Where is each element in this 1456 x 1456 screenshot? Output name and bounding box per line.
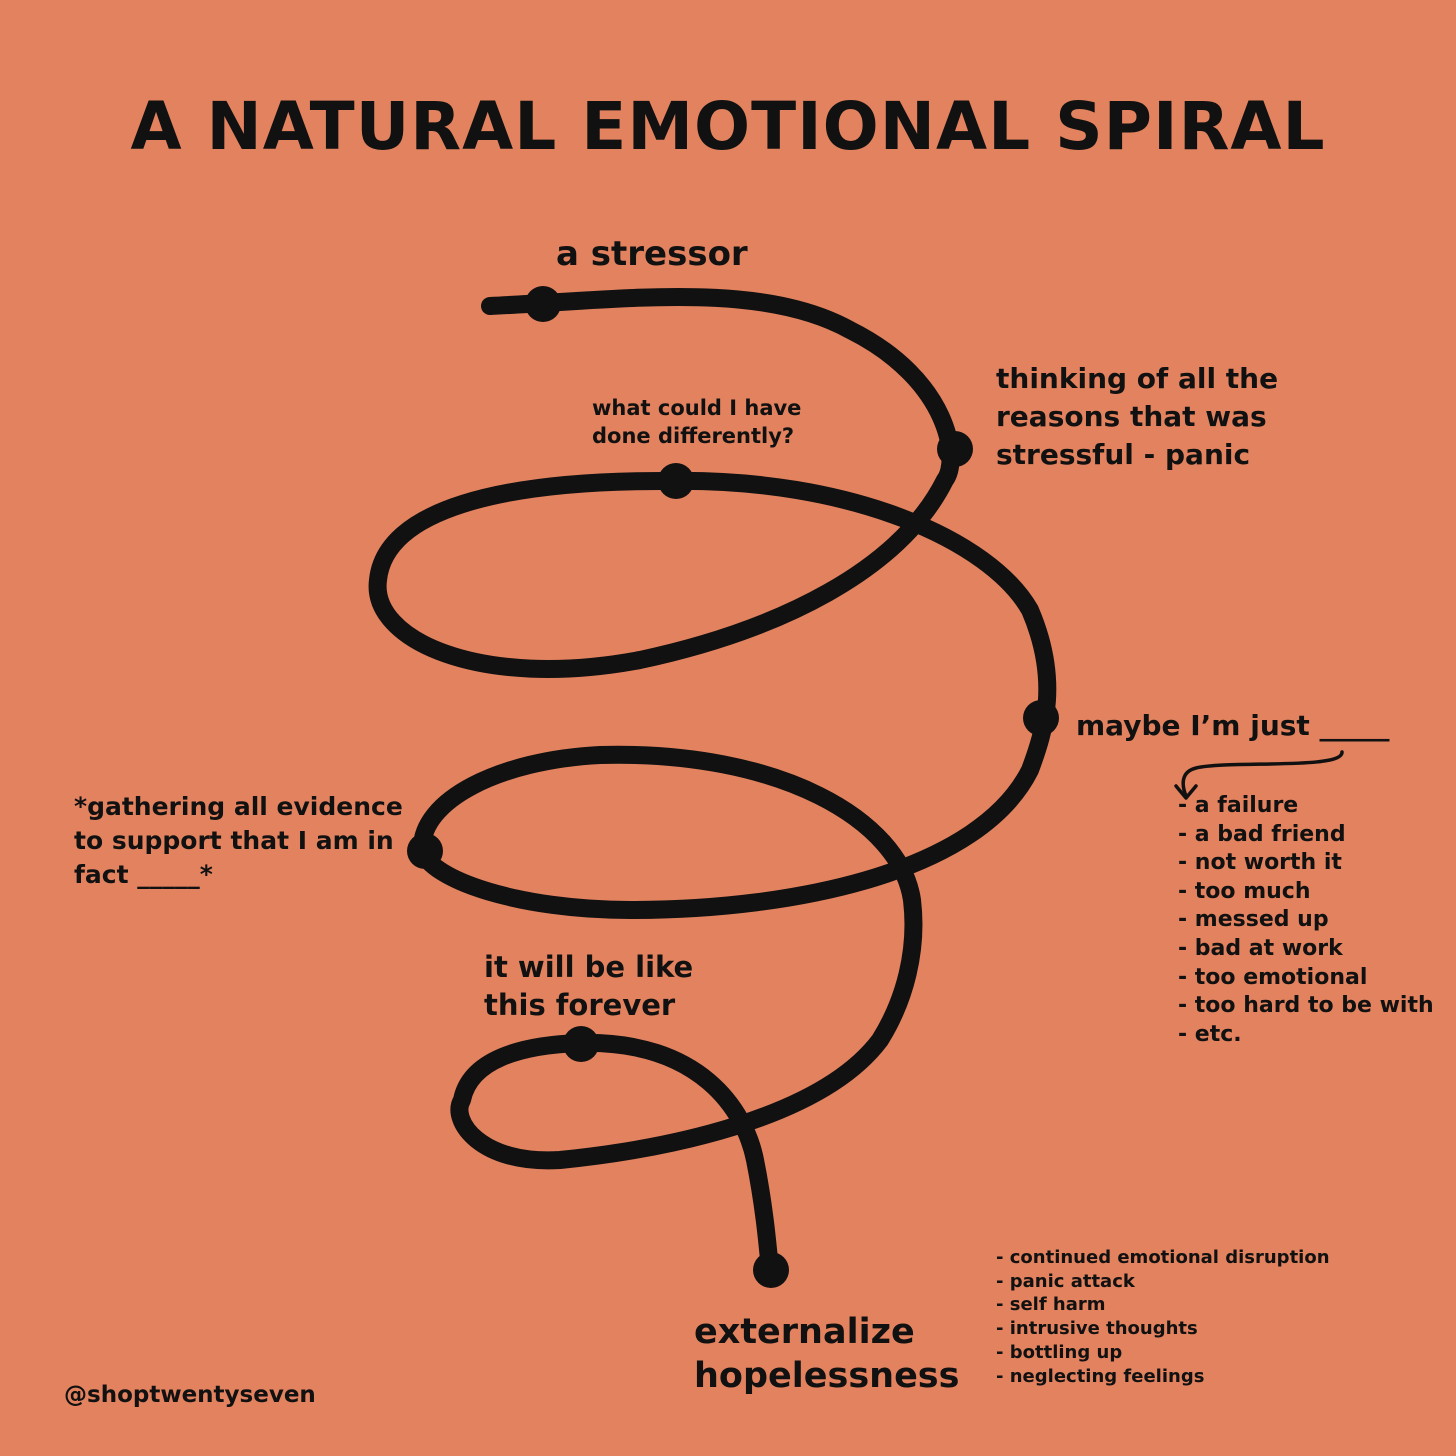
label-what-could: what could I have done differently? xyxy=(592,396,802,448)
list-item: - not worth it xyxy=(1178,850,1342,876)
list-item: - a failure xyxy=(1178,793,1299,818)
spiral-dot-maybe xyxy=(1023,700,1059,736)
spiral-dot-externalize xyxy=(753,1252,789,1288)
diagram-title: A NATURAL EMOTIONAL SPIRAL xyxy=(130,88,1326,165)
spiral-dot-what-could xyxy=(658,463,694,499)
label-externalize: externalize hopelessness xyxy=(694,1312,960,1396)
list-item: - self harm xyxy=(996,1294,1106,1316)
maybe-list: - a failure - a bad friend - not worth i… xyxy=(1178,792,1434,1049)
spiral-line xyxy=(368,288,1057,1279)
list-item: - neglecting feelings xyxy=(996,1365,1205,1387)
list-item: - continued emotional disruption xyxy=(996,1247,1330,1268)
list-item: - bottling up xyxy=(996,1341,1123,1363)
curved-arrow-icon xyxy=(1181,750,1344,798)
list-item: - etc. xyxy=(1178,1021,1242,1047)
label-gathering: *gathering all evidence to support that … xyxy=(74,792,403,889)
spiral-dot-gathering xyxy=(407,833,443,869)
externalize-list: - continued emotional disruption - panic… xyxy=(996,1246,1330,1388)
spiral-dot-thinking xyxy=(937,431,973,467)
spiral-dot-stressor xyxy=(525,286,561,322)
list-item: - panic attack xyxy=(996,1270,1135,1292)
label-thinking: thinking of all the reasons that was str… xyxy=(996,362,1279,471)
credit-handle: @shoptwentyseven xyxy=(64,1382,316,1408)
list-item: - intrusive thoughts xyxy=(996,1318,1198,1340)
label-stressor: a stressor xyxy=(556,234,748,274)
list-item: - too much xyxy=(1178,878,1311,904)
list-item: - messed up xyxy=(1178,907,1329,933)
spiral-dot-forever xyxy=(563,1026,599,1062)
label-forever: it will be like this forever xyxy=(484,950,694,1022)
list-item: - a bad friend xyxy=(1178,821,1346,847)
arrowhead-icon xyxy=(1174,784,1198,800)
list-item: - bad at work xyxy=(1178,935,1343,961)
label-maybe: maybe I’m just _____ xyxy=(1076,709,1390,742)
list-item: - too emotional xyxy=(1178,964,1368,990)
list-item: - too hard to be with xyxy=(1178,993,1434,1019)
